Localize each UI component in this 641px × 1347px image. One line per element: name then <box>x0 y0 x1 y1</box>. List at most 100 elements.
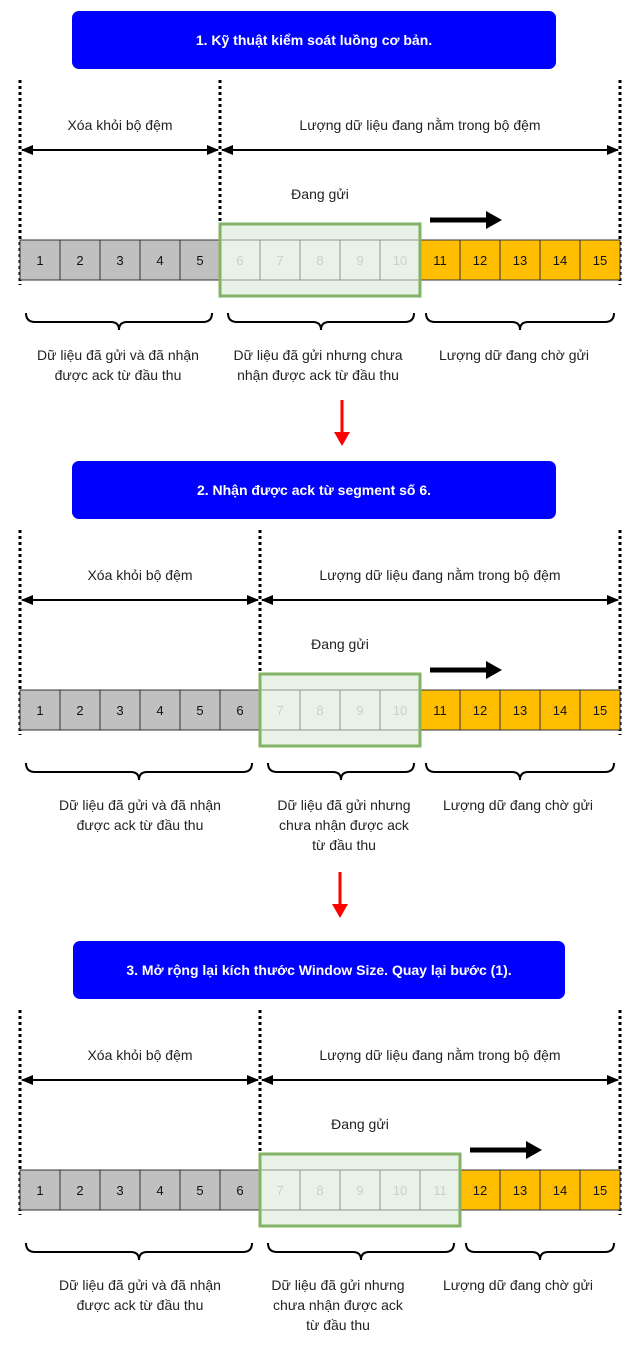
group-label: Lượng dữ đang chờ gửi <box>443 1277 593 1293</box>
segment-label: 3 <box>116 1183 123 1198</box>
segment-cell <box>59 1169 101 1211</box>
segment-label: 4 <box>156 253 163 268</box>
segment-cell <box>59 689 101 731</box>
group-label: Lượng dữ đang chờ gửi <box>443 797 593 813</box>
segment-cell <box>19 689 61 731</box>
segment-label: 2 <box>76 1183 83 1198</box>
removed-label: Xóa khỏi bộ đệm <box>67 117 172 133</box>
group-brace <box>267 1242 455 1261</box>
segment-cell <box>579 239 621 281</box>
segment-cell <box>99 239 141 281</box>
group-label: từ đầu thu <box>306 1317 370 1333</box>
segment-cell <box>219 1169 261 1211</box>
segment-cell <box>499 689 541 731</box>
sending-label: Đang gửi <box>291 186 349 202</box>
stage-title: 3. Mở rộng lại kích thước Window Size. Q… <box>126 962 511 978</box>
segment-cell <box>539 689 581 731</box>
segment-label: 12 <box>473 1183 487 1198</box>
group-label: chưa nhận được ack <box>273 1297 404 1313</box>
group-brace <box>465 1242 615 1261</box>
segment-label: 13 <box>513 1183 527 1198</box>
segment-cell <box>579 689 621 731</box>
group-brace <box>25 312 213 331</box>
segment-label: 12 <box>473 253 487 268</box>
segment-label: 1 <box>36 253 43 268</box>
group-label: được ack từ đầu thu <box>77 817 204 833</box>
arrow-right-icon <box>526 1141 542 1159</box>
group-label: chưa nhận được ack <box>279 817 410 833</box>
segment-label: 15 <box>593 703 607 718</box>
segment-label: 5 <box>196 703 203 718</box>
arrow-right-icon <box>486 661 502 679</box>
segment-cell <box>219 689 261 731</box>
stage-title: 2. Nhận được ack từ segment số 6. <box>197 482 431 498</box>
segment-cell <box>59 239 101 281</box>
segment-label: 4 <box>156 1183 163 1198</box>
stage-title-box <box>73 941 565 999</box>
segment-label: 2 <box>76 253 83 268</box>
sending-window <box>258 672 422 748</box>
arrow-down-icon <box>332 904 348 918</box>
stage-3: 3. Mở rộng lại kích thước Window Size. Q… <box>18 941 622 1333</box>
segment-cell <box>179 689 221 731</box>
removed-label: Xóa khỏi bộ đệm <box>87 1047 192 1063</box>
stage-1: 1. Kỹ thuật kiểm soát luồng cơ bản. Xóa k… <box>18 11 622 383</box>
segment-cell <box>539 1169 581 1211</box>
segment-label: 13 <box>513 253 527 268</box>
group-label: Dữ liệu đã gửi và đã nhận <box>59 1277 221 1293</box>
sending-label: Đang gửi <box>311 636 369 652</box>
arrow-right-icon <box>486 211 502 229</box>
segment-label: 14 <box>553 703 567 718</box>
group-label: Dữ liệu đã gửi nhưng <box>277 797 410 813</box>
segment-cell <box>139 1169 181 1211</box>
segment-label: 11 <box>433 703 447 718</box>
segment-cell <box>459 239 501 281</box>
segment-label: 14 <box>553 1183 567 1198</box>
group-label: nhận được ack từ đầu thu <box>237 367 399 383</box>
group-label: Lượng dữ đang chờ gửi <box>439 347 589 363</box>
segment-cell <box>579 1169 621 1211</box>
segment-cell <box>459 1169 501 1211</box>
segment-cell <box>179 239 221 281</box>
buffer-label: Lượng dữ liệu đang nằm trong bộ đệm <box>299 117 540 133</box>
group-label: từ đầu thu <box>312 837 376 853</box>
segment-cell <box>139 689 181 731</box>
segment-label: 6 <box>236 1183 243 1198</box>
stage-2: 2. Nhận được ack từ segment số 6.Xóa khỏ… <box>18 461 622 853</box>
sending-window <box>258 1152 462 1228</box>
segment-label: 1 <box>36 703 43 718</box>
stage-title-box <box>72 11 556 69</box>
sending-label: Đang gửi <box>331 1116 389 1132</box>
group-label: được ack từ đầu thu <box>55 367 182 383</box>
segment-label: 5 <box>196 1183 203 1198</box>
segment-label: 13 <box>513 703 527 718</box>
segment-label: 12 <box>473 703 487 718</box>
segment-cell <box>99 1169 141 1211</box>
segment-label: 3 <box>116 253 123 268</box>
group-label: Dữ liệu đã gửi và đã nhận <box>37 347 199 363</box>
segment-label: 2 <box>76 703 83 718</box>
segment-cell <box>459 689 501 731</box>
buffer-label: Lượng dữ liệu đang nằm trong bộ đệm <box>319 1047 560 1063</box>
buffer-label: Lượng dữ liệu đang nằm trong bộ đệm <box>319 567 560 583</box>
group-label: Dữ liệu đã gửi nhưng <box>271 1277 404 1293</box>
segment-cell <box>19 1169 61 1211</box>
group-label: Dữ liệu đã gửi nhưng chưa <box>233 347 402 363</box>
group-label: Dữ liệu đã gửi và đã nhận <box>59 797 221 813</box>
group-brace <box>25 762 253 781</box>
stage-title-box <box>72 461 556 519</box>
group-brace <box>227 312 415 331</box>
group-brace <box>425 312 615 331</box>
segment-label: 4 <box>156 703 163 718</box>
segment-label: 5 <box>196 253 203 268</box>
segment-cell <box>539 239 581 281</box>
group-brace <box>425 762 615 781</box>
stage-title: 1. Kỹ thuật kiểm soát luồng cơ bản. <box>196 32 432 48</box>
segment-label: 14 <box>553 253 567 268</box>
segment-label: 6 <box>236 703 243 718</box>
sending-window <box>218 222 422 298</box>
group-brace <box>25 1242 253 1261</box>
segment-label: 15 <box>593 1183 607 1198</box>
segment-label: 15 <box>593 253 607 268</box>
